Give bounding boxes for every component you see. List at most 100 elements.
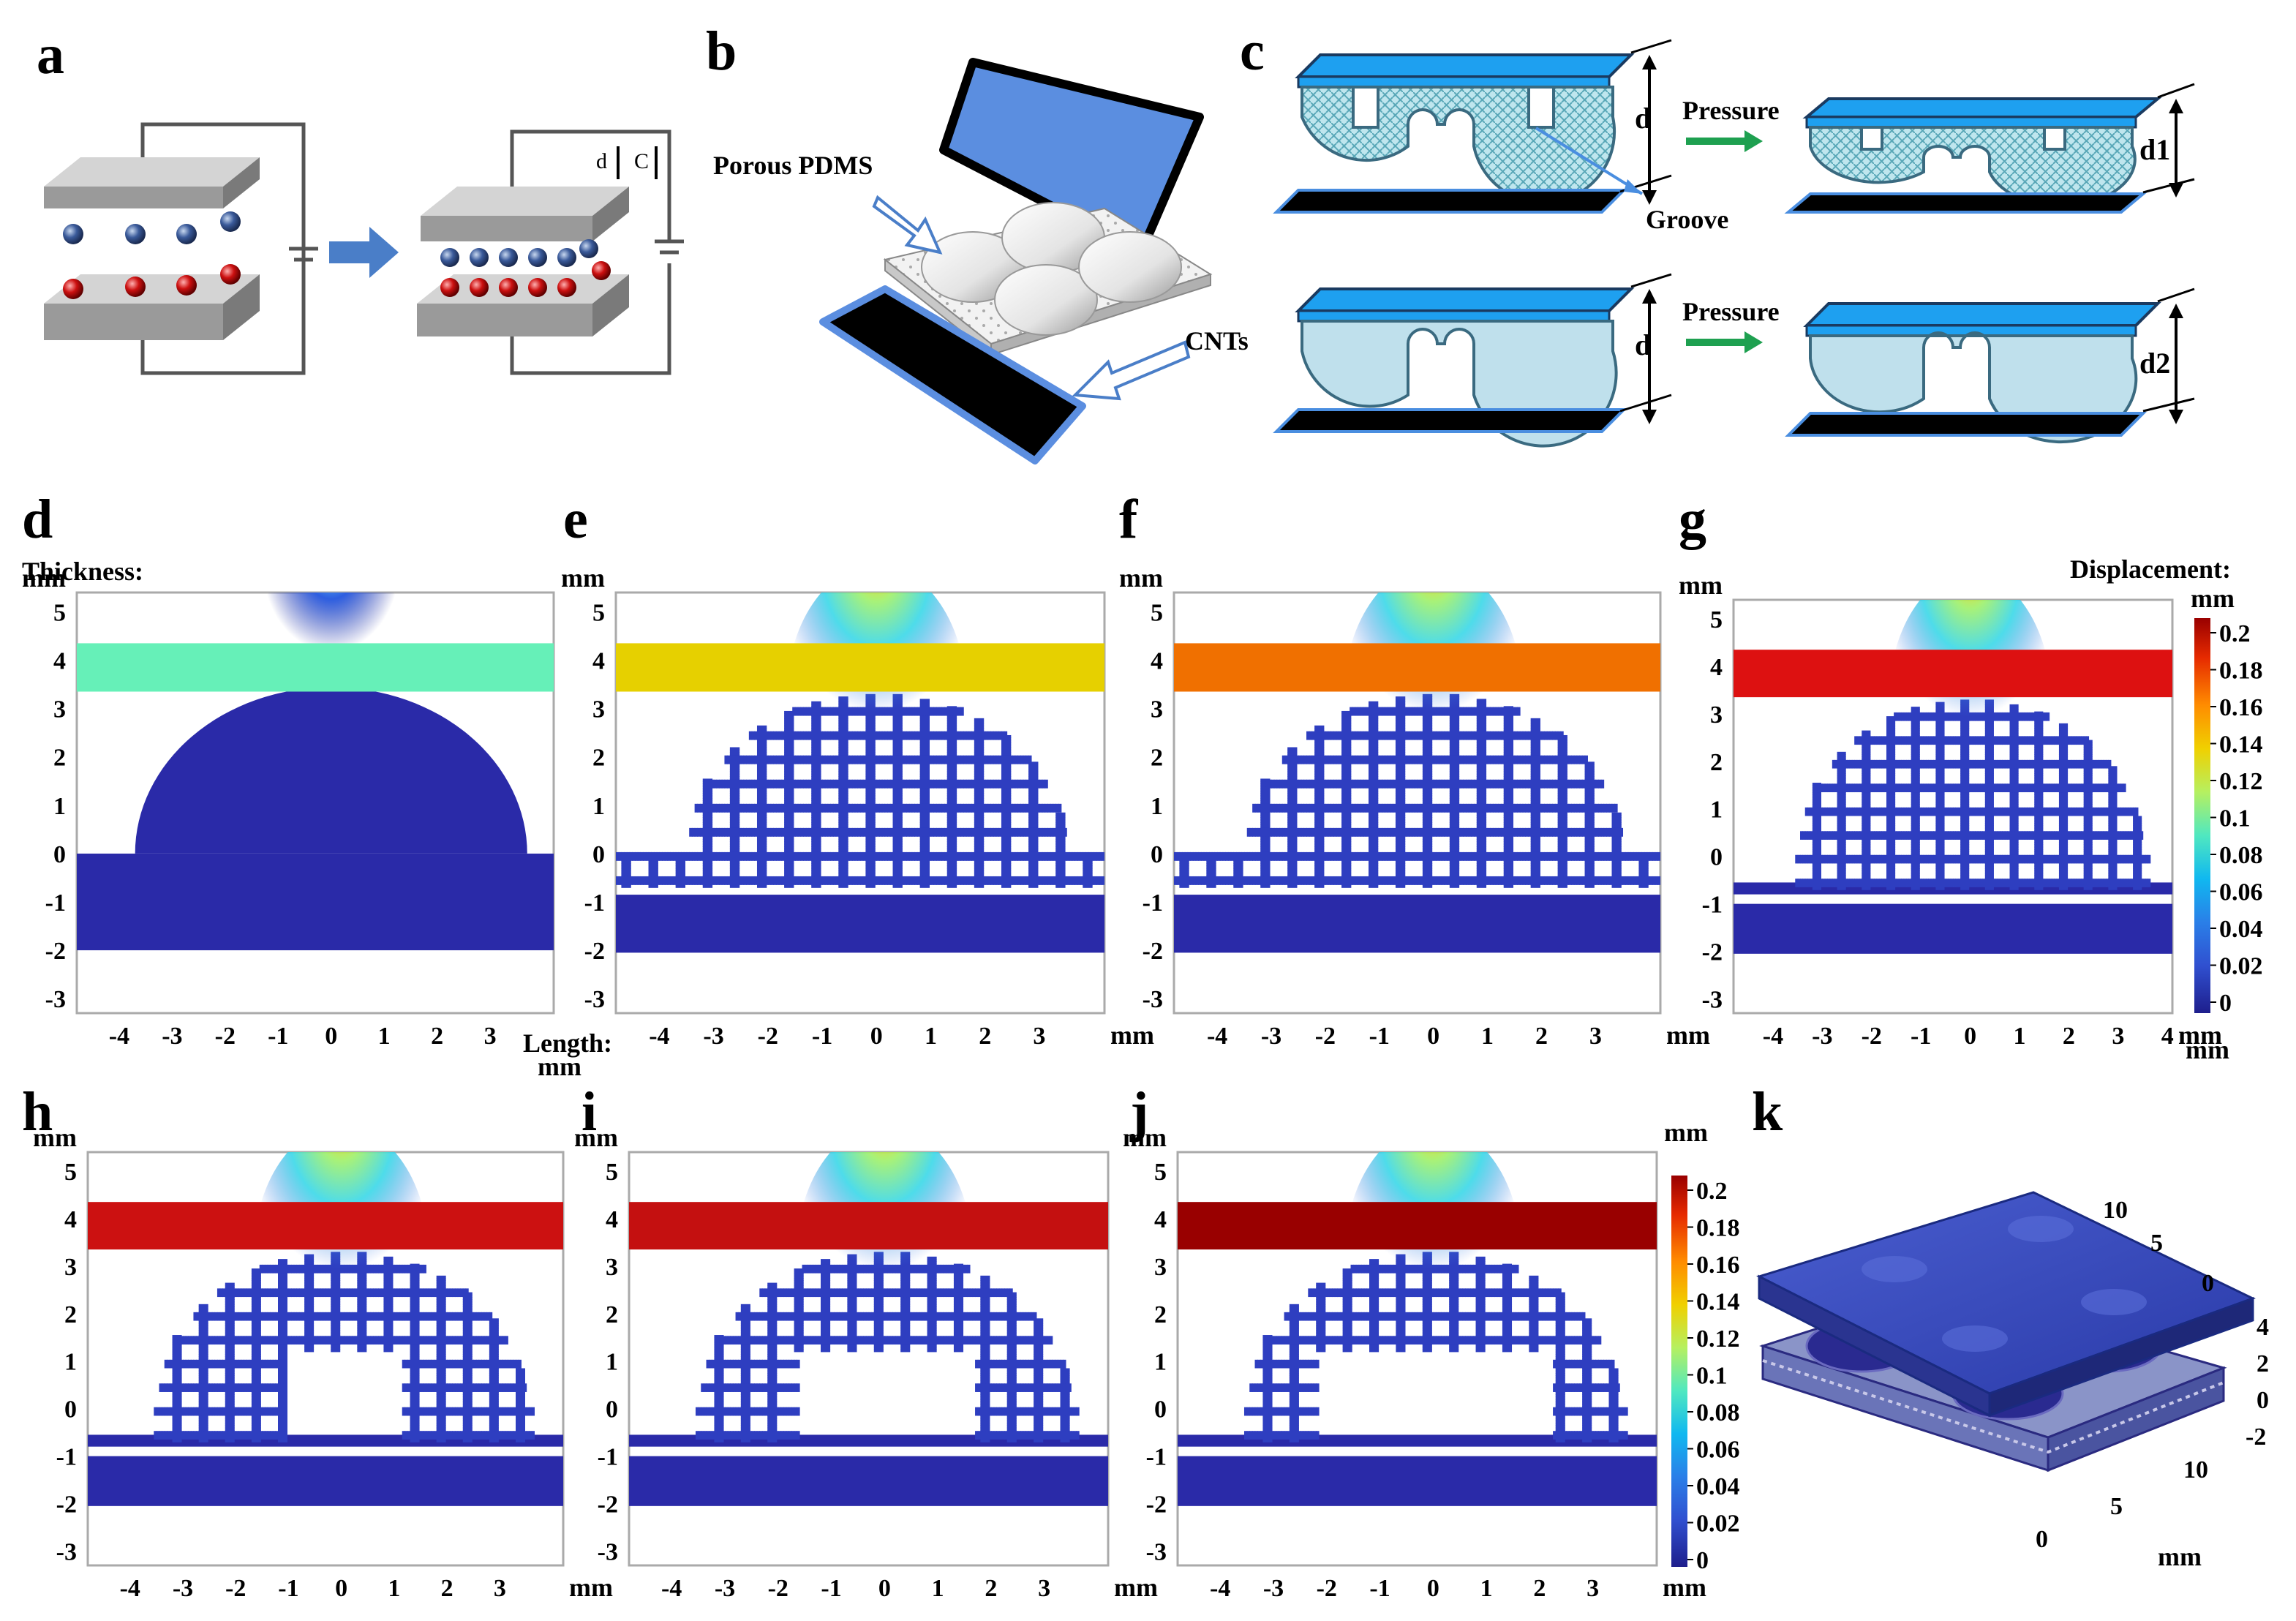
x-tick: 3 — [2112, 1023, 2124, 1050]
x-unit-label: mm — [569, 1573, 613, 1602]
y-tick: 1 — [1710, 797, 1723, 824]
y-tick: 0 — [53, 841, 66, 868]
x-tick: -1 — [1911, 1023, 1931, 1050]
panel-letter-c: c — [1240, 20, 1265, 82]
y-tick: 5 — [53, 599, 66, 626]
k-tick-top-5: 5 — [2150, 1230, 2163, 1257]
y-tick: 1 — [64, 1349, 77, 1376]
y-tick: -3 — [1702, 987, 1723, 1014]
x-tick: 1 — [378, 1023, 391, 1050]
panel-letter-f: f — [1119, 489, 1139, 550]
y-tick: -3 — [1143, 986, 1163, 1013]
arrow-right-icon — [329, 227, 399, 278]
y-tick: 1 — [606, 1349, 618, 1376]
y-tick: 2 — [1151, 745, 1163, 772]
y-tick: 2 — [1154, 1301, 1167, 1328]
y-tick: -2 — [584, 938, 605, 965]
y-unit-label: mm — [22, 563, 66, 593]
plot-body — [629, 1152, 1108, 1506]
y-tick: 2 — [53, 745, 66, 772]
y-tick: -3 — [45, 986, 66, 1013]
panel-letter-b: b — [706, 20, 737, 82]
x-tick: -2 — [1317, 1575, 1337, 1602]
capacitor-compressed: d C — [417, 129, 684, 375]
x-tick: 0 — [1964, 1023, 1976, 1050]
y-tick: 0 — [1154, 1396, 1167, 1423]
y-tick: 5 — [1154, 1159, 1167, 1186]
x-tick: 0 — [1427, 1023, 1439, 1050]
x-tick: 1 — [1480, 1575, 1493, 1602]
k-tick-top-0: 0 — [2202, 1270, 2214, 1297]
y-tick: 2 — [592, 745, 605, 772]
y-tick: 5 — [1151, 599, 1163, 626]
capacitor-uncompressed — [44, 122, 318, 375]
colorbar-gradient — [2194, 618, 2210, 1013]
panel-letter-e: e — [563, 489, 588, 550]
colorbar-tick-label: 0.14 — [2219, 731, 2263, 759]
label-c: C — [634, 149, 649, 173]
x-tick: 0 — [870, 1023, 883, 1050]
x-tick: 1 — [925, 1023, 937, 1050]
x-unit-label: mm — [1110, 1020, 1154, 1050]
y-tick: -1 — [598, 1444, 618, 1471]
y-tick: 4 — [1154, 1206, 1167, 1233]
x-tick: 0 — [325, 1023, 337, 1050]
y-tick: 3 — [592, 696, 605, 723]
porous-structure-uncompressed: d Groove — [1273, 39, 1728, 234]
k-tick-bottom-0: 0 — [2036, 1526, 2048, 1553]
y-tick: 3 — [64, 1254, 77, 1281]
label-cnts: CNTs — [1185, 326, 1249, 356]
x-tick: -4 — [120, 1575, 140, 1602]
x-tick: -2 — [768, 1575, 788, 1602]
porous-pdms-layer — [883, 202, 1213, 357]
x-tick: 2 — [441, 1575, 453, 1602]
colorbar-tick-label: 0.1 — [1696, 1363, 1728, 1390]
x-tick: -2 — [215, 1023, 236, 1050]
y-tick: 1 — [592, 793, 605, 820]
colorbar-tick-label: 0.12 — [1696, 1325, 1740, 1353]
colorbar-tick-label: 0.04 — [2219, 916, 2263, 943]
y-tick: -1 — [1146, 1444, 1167, 1471]
y-tick: 4 — [1151, 648, 1163, 675]
x-tick: -1 — [268, 1023, 288, 1050]
x-tick: 3 — [1587, 1575, 1599, 1602]
plot-body — [616, 593, 1104, 953]
k-tick-bottom-5: 5 — [2110, 1493, 2123, 1520]
colorbar-tick-label: 0.16 — [1696, 1252, 1740, 1279]
y-tick: 5 — [64, 1159, 77, 1186]
top-plate — [1734, 650, 2172, 698]
colorbar-tick-label: 0.08 — [2219, 842, 2263, 869]
y-tick: 3 — [606, 1254, 618, 1281]
colorbar-tick-label: 0.18 — [1696, 1215, 1740, 1242]
x-tick: -1 — [1369, 1575, 1390, 1602]
x-tick: -4 — [1763, 1023, 1783, 1050]
length-unit-label: mm — [538, 1052, 581, 1081]
x-tick: 1 — [388, 1575, 400, 1602]
panel-c: c d Groove Pressure — [1240, 20, 2195, 448]
plot-body — [1734, 600, 2172, 954]
k-top-plate — [1756, 1191, 2256, 1418]
colorbar-bottom-unit: mm — [2186, 1035, 2229, 1064]
top-plate — [629, 1202, 1108, 1250]
colorbar-2-gradient — [1671, 1176, 1687, 1567]
top-plate — [77, 643, 554, 692]
x-tick: -3 — [703, 1023, 723, 1050]
plot-body — [1174, 593, 1660, 953]
x-tick: 2 — [985, 1575, 997, 1602]
y-tick: 4 — [606, 1206, 618, 1233]
y-unit-label: mm — [1679, 571, 1723, 600]
x-tick: 3 — [1589, 1023, 1602, 1050]
y-tick: -3 — [598, 1539, 618, 1566]
x-tick: -2 — [1315, 1023, 1336, 1050]
k-unit-label: mm — [2158, 1542, 2202, 1571]
x-tick: 2 — [431, 1023, 443, 1050]
y-tick: -2 — [56, 1492, 77, 1519]
colorbar-tick-label: 0.16 — [2219, 694, 2263, 721]
y-tick: 3 — [1710, 702, 1723, 729]
arrow-pressure-bottom-icon — [1686, 331, 1763, 353]
colorbar-tick-label: 0.2 — [1696, 1178, 1728, 1205]
